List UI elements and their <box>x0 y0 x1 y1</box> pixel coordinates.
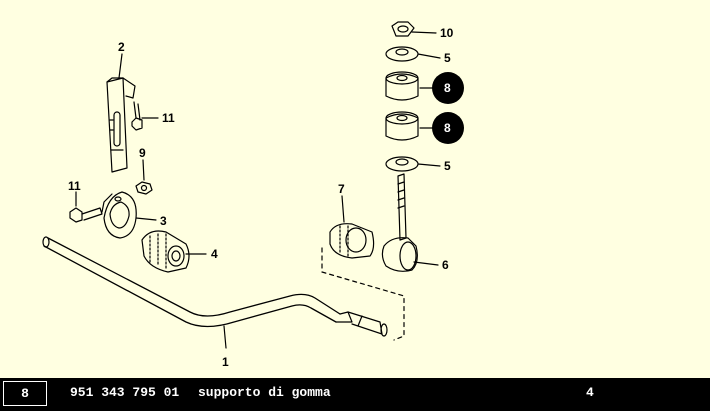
callout-8-upper[interactable]: 8 <box>444 81 451 95</box>
stabilizer-bar[interactable] <box>42 236 388 337</box>
callout-5-lower[interactable]: 5 <box>444 159 451 173</box>
callout-2[interactable]: 2 <box>118 40 125 54</box>
callout-10[interactable]: 10 <box>440 26 454 40</box>
washer-top[interactable] <box>385 46 419 62</box>
callout-9[interactable]: 9 <box>139 146 146 160</box>
bolt-upper[interactable] <box>131 101 143 131</box>
bushing-upper[interactable] <box>385 71 419 101</box>
highlight-circle-lower <box>432 112 464 144</box>
exploded-parts-diagram: 1 2 3 4 5 5 6 7 8 8 9 10 11 11 <box>42 21 464 369</box>
bolt-left[interactable] <box>69 207 103 223</box>
rubber-mount[interactable] <box>141 230 190 273</box>
callout-7[interactable]: 7 <box>338 182 345 196</box>
callout-8-lower[interactable]: 8 <box>444 121 451 135</box>
rubber-mount-right[interactable] <box>329 223 375 259</box>
callout-1[interactable]: 1 <box>222 355 229 369</box>
nut-top[interactable] <box>391 21 415 37</box>
callout-3[interactable]: 3 <box>160 214 167 228</box>
callout-11-left[interactable]: 11 <box>68 179 81 193</box>
part-quantity: 4 <box>586 385 594 400</box>
clamp[interactable] <box>101 191 137 239</box>
washer-bottom[interactable] <box>385 156 419 172</box>
part-description: supporto di gomma <box>198 385 331 400</box>
callout-6[interactable]: 6 <box>442 258 449 272</box>
nut[interactable] <box>135 181 153 195</box>
highlight-circle-upper <box>432 72 464 104</box>
callout-4[interactable]: 4 <box>211 247 218 261</box>
callout-5-upper[interactable]: 5 <box>444 51 451 65</box>
part-info-bar: 8 951 343 795 01 supporto di gomma 4 <box>0 378 710 411</box>
bracket[interactable] <box>106 77 136 173</box>
part-number: 951 343 795 01 <box>70 385 180 400</box>
drop-link[interactable] <box>381 173 418 272</box>
callout-11-upper[interactable]: 11 <box>162 111 175 125</box>
bushing-lower[interactable] <box>385 111 419 141</box>
item-number-box[interactable]: 8 <box>3 381 47 406</box>
